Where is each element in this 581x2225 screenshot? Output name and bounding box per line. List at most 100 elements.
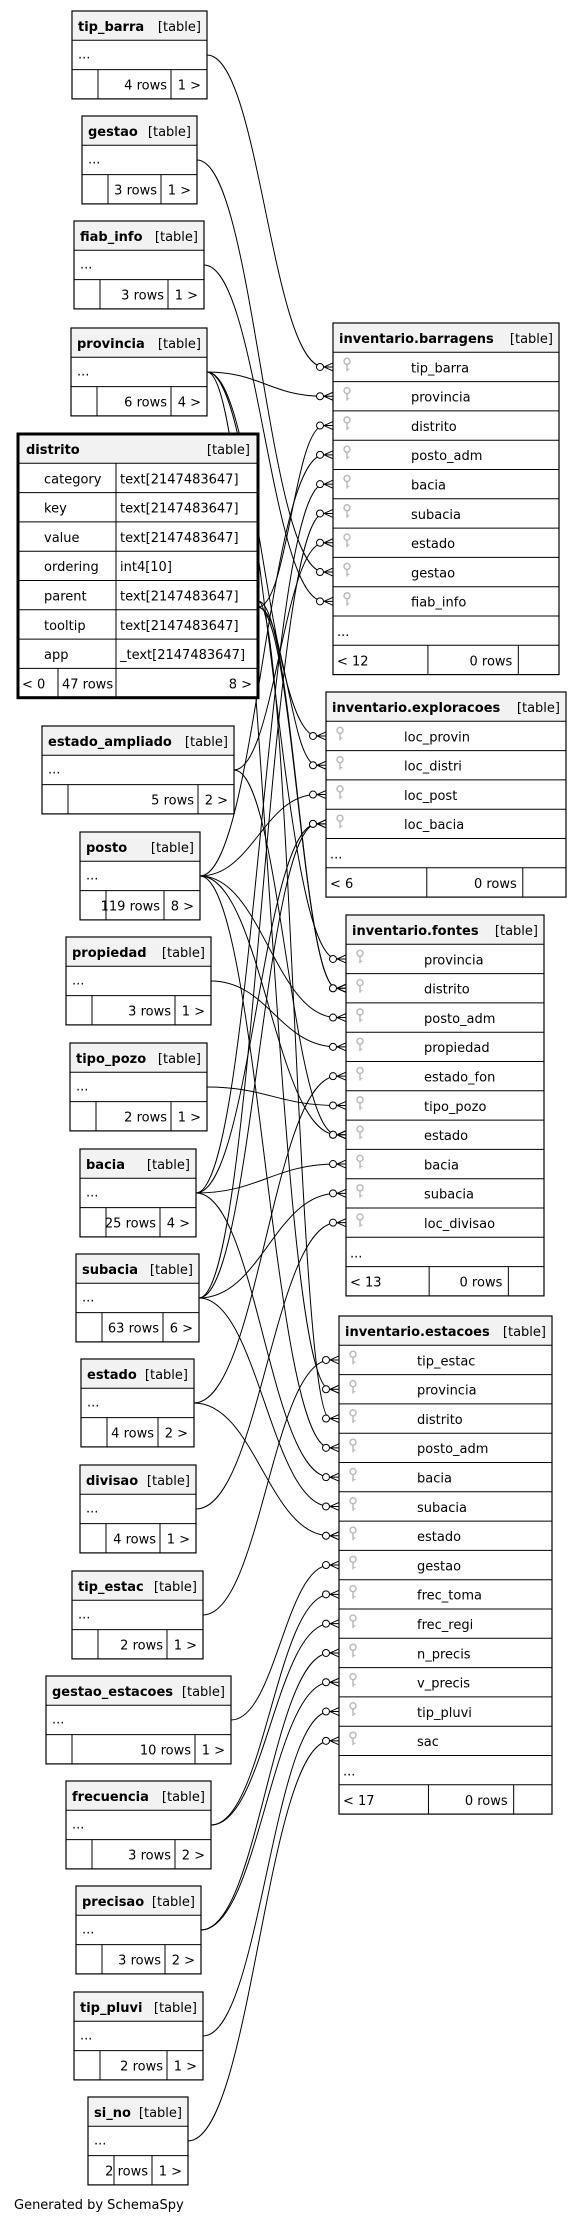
parents-count: < 0 — [22, 677, 45, 692]
row-count: 5 rows — [151, 794, 194, 809]
row-count: 0 rows — [465, 1794, 508, 1809]
more-columns: ... — [80, 2028, 92, 2043]
more-columns: ... — [78, 1607, 90, 1622]
table-inventario_barragens[interactable]: inventario.barragens[table]tip_barraprov… — [332, 322, 560, 676]
many-marker — [316, 731, 327, 741]
optional-marker — [309, 819, 317, 828]
more-columns: ... — [337, 625, 349, 640]
many-marker — [329, 1648, 340, 1658]
children-count: 1 > — [159, 2165, 182, 2180]
many-marker — [323, 508, 334, 518]
row-count: 47 rows — [62, 677, 113, 692]
relationship-line — [193, 1402, 331, 1537]
table-tag: [table] — [162, 1790, 205, 1805]
table-tag: [table] — [148, 125, 191, 140]
key-column: estado_fon — [424, 1071, 495, 1086]
relationship-line — [199, 875, 338, 1136]
table-tag: [table] — [154, 1580, 197, 1595]
table-inventario_estacoes[interactable]: inventario.estacoes[table]tip_estacprovi… — [338, 1315, 553, 1815]
optional-marker — [316, 597, 324, 606]
table-tag: [table] — [495, 924, 538, 939]
column-name: app — [44, 648, 68, 663]
key-column: bacia — [424, 1158, 459, 1173]
key-icon — [336, 726, 344, 741]
key-icon — [349, 1379, 357, 1394]
key-icon — [356, 978, 364, 993]
table-inventario_fontes[interactable]: inventario.fontes[table]provinciadistrit… — [345, 914, 545, 1297]
relationship-line — [193, 1075, 338, 1404]
key-column: loc_provin — [404, 730, 470, 745]
children-count: 1 > — [174, 2060, 197, 2075]
key-icon — [336, 785, 344, 799]
relationship-line — [210, 1623, 331, 1826]
key-icon — [343, 474, 351, 489]
key-icon — [343, 591, 351, 606]
many-marker — [329, 1531, 340, 1541]
optional-marker — [329, 1218, 337, 1227]
optional-marker — [316, 392, 324, 401]
table-inventario_exploracoes[interactable]: inventario.exploracoes[table]loc_provinl… — [325, 691, 567, 898]
more-columns: ... — [330, 848, 342, 863]
many-marker — [329, 1736, 340, 1746]
relationship-line — [203, 264, 325, 602]
optional-marker — [322, 1473, 330, 1482]
key-icon — [349, 1409, 357, 1423]
key-column: posto_adm — [424, 1012, 495, 1027]
relationship-line — [199, 875, 338, 1019]
optional-marker — [316, 568, 324, 577]
row-count: 2 rows — [120, 2060, 163, 2075]
relationship-edges — [187, 54, 347, 2142]
key-column: provincia — [424, 953, 484, 968]
relationship-line — [210, 980, 338, 1048]
key-icon — [343, 416, 351, 430]
many-marker — [336, 983, 347, 993]
many-marker — [329, 1384, 340, 1394]
column-name: category — [44, 472, 102, 487]
table-title: tipo_pozo — [76, 1052, 146, 1067]
key-icon — [356, 1008, 364, 1022]
row-count: 4 rows — [113, 1533, 156, 1548]
table-tag: [table] — [147, 1158, 190, 1173]
key-icon — [349, 1614, 357, 1628]
optional-marker — [322, 1414, 330, 1423]
key-icon — [343, 357, 351, 372]
relationship-line — [202, 1359, 331, 1616]
more-columns: ... — [77, 364, 89, 379]
many-marker — [336, 1188, 347, 1198]
key-icon — [356, 1096, 364, 1110]
table-title: bacia — [86, 1158, 125, 1173]
row-count: 2 rows — [124, 1111, 167, 1126]
row-count: 6 rows — [124, 396, 167, 411]
relationship-line — [195, 1192, 331, 1478]
table-title: propiedad — [72, 946, 147, 961]
optional-marker — [316, 450, 324, 459]
row-count: 2 rows — [105, 2165, 148, 2180]
optional-marker — [329, 1042, 337, 1051]
table-title: precisao — [82, 1895, 144, 1910]
relationship-line — [257, 600, 338, 989]
optional-marker — [316, 480, 324, 489]
row-count: 3 rows — [128, 1005, 171, 1020]
relationship-line — [187, 1740, 331, 2142]
table-title: inventario.estacoes — [345, 1325, 490, 1340]
